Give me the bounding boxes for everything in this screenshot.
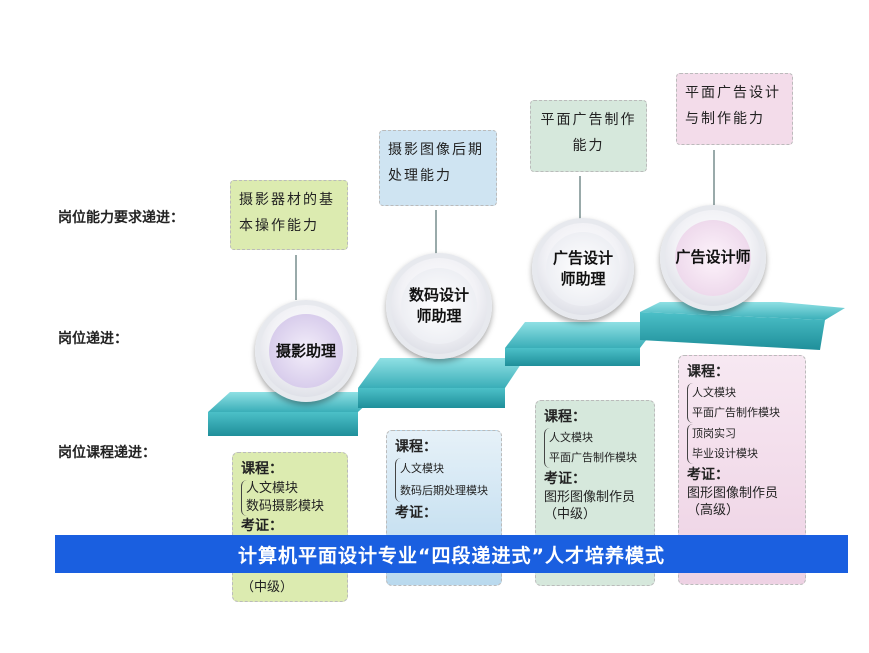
step-3: [505, 322, 660, 348]
ability-box-3: 平面广告制作能力: [530, 100, 647, 172]
position-label: 广告设计师助理: [552, 249, 613, 288]
course-box-1: 课程： 人文模块数码摄影模块 考证： （中级）: [232, 452, 348, 602]
exam-value: 图形图像制作员（中级）: [544, 490, 636, 522]
connector: [713, 150, 715, 205]
position-label: 数码设计师助理: [408, 285, 469, 325]
position-circle-2: 数码设计师助理: [386, 253, 492, 359]
step-4-face: [640, 312, 825, 350]
position-circle-1: 摄影助理: [255, 300, 357, 402]
position-label: 广告设计师: [675, 248, 751, 267]
module: 平面广告制作模块: [549, 451, 637, 464]
connector: [579, 176, 581, 221]
row-label-ability: 岗位能力要求递进：: [58, 210, 184, 226]
step-1: [208, 392, 380, 412]
exam-heading: 考证：: [687, 467, 729, 483]
step-3-face: [505, 348, 640, 366]
module: 人文模块: [400, 462, 444, 475]
row-label-position: 岗位递进：: [58, 331, 128, 347]
step-1-face: [208, 412, 358, 436]
position-label: 摄影助理: [275, 341, 336, 360]
title-banner: 计算机平面设计专业“四段递进式”人才培养模式: [55, 535, 848, 573]
ability-box-4: 平面广告设计与制作能力: [676, 73, 793, 145]
position-circle-3: 广告设计师助理: [532, 218, 634, 320]
course-heading: 课程：: [241, 461, 283, 477]
course-heading: 课程：: [395, 439, 437, 455]
module: 人文模块: [246, 481, 299, 496]
course-heading: 课程：: [687, 364, 729, 380]
step-2: [358, 358, 525, 388]
module: 平面广告制作模块: [692, 406, 780, 419]
exam-value: 图形图像制作员（高级）: [687, 486, 779, 518]
exam-heading: 考证：: [395, 505, 437, 521]
course-heading: 课程：: [544, 409, 586, 425]
connector: [435, 210, 437, 255]
position-circle-4: 广告设计师: [660, 205, 766, 311]
connector: [295, 255, 297, 300]
exam-heading: 考证：: [544, 471, 586, 487]
exam-heading: 考证：: [241, 518, 283, 534]
module: 数码摄影模块: [246, 499, 325, 514]
exam-value: （中级）: [241, 580, 294, 595]
module: 人文模块: [692, 386, 736, 399]
ability-box-2: 摄影图像后期处理能力: [379, 130, 497, 206]
module: 顶岗实习: [692, 427, 736, 440]
module: 毕业设计模块: [692, 447, 758, 460]
row-label-course: 岗位课程递进：: [58, 445, 156, 461]
step-2-face: [358, 388, 505, 408]
module: 数码后期处理模块: [400, 484, 488, 497]
ability-box-1: 摄影器材的基本操作能力: [230, 180, 348, 250]
module: 人文模块: [549, 431, 593, 444]
